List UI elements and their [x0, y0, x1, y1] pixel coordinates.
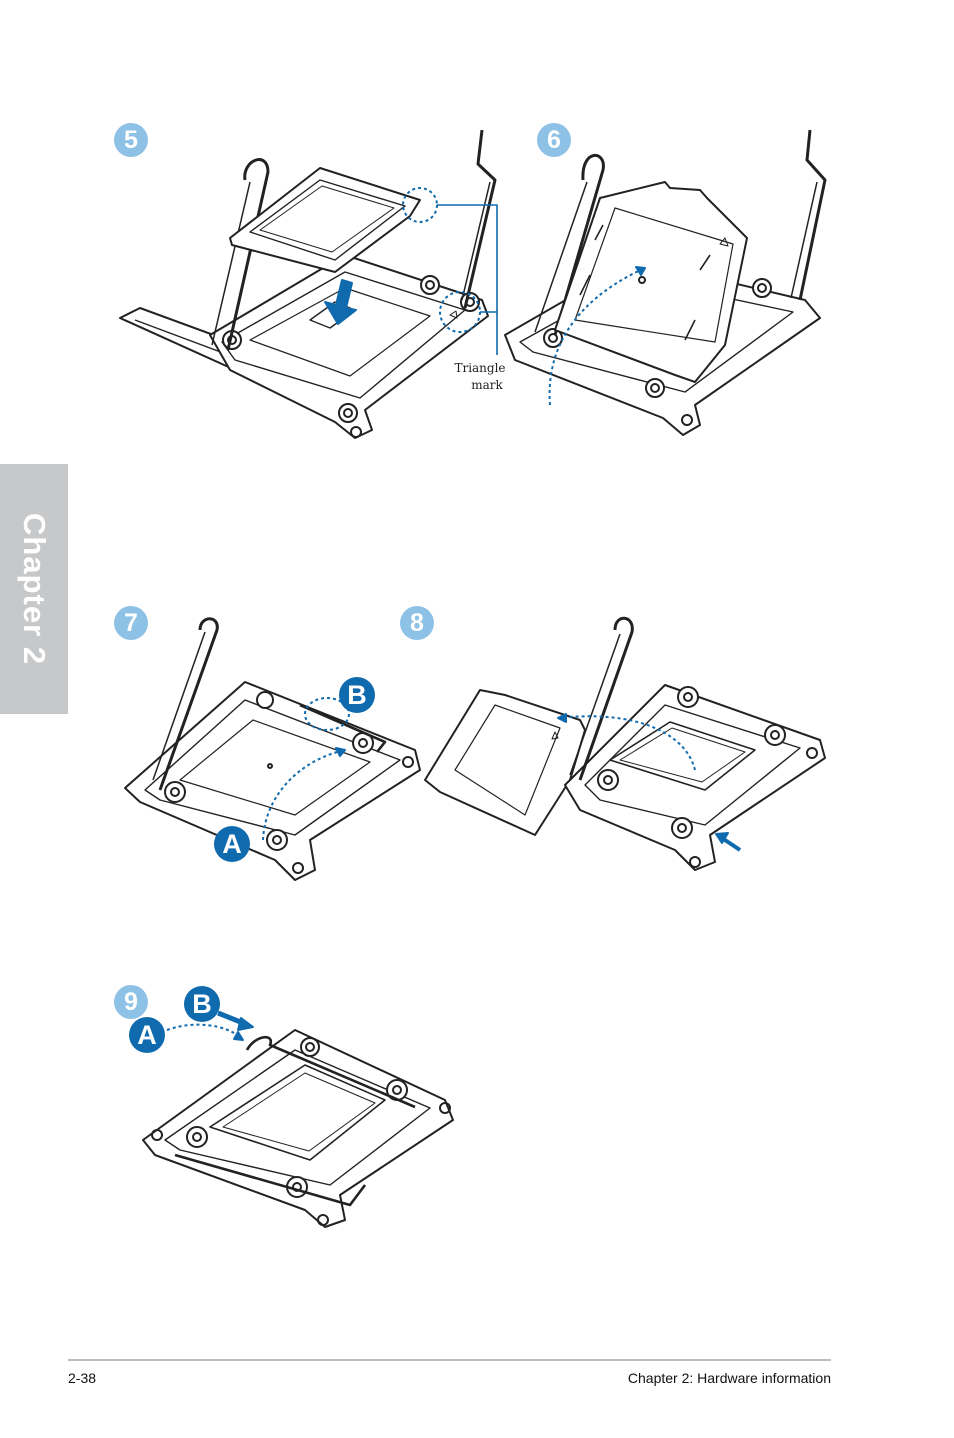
step-9-illustration: [142, 1010, 454, 1228]
footer-section-title: Chapter 2: Hardware information: [627, 1370, 831, 1386]
step-8-illustration: [424, 616, 826, 871]
triangle-mark-label: Triangle mark: [442, 360, 518, 394]
step-7-callout-b: B: [339, 677, 375, 713]
step-6-badge: 6: [537, 123, 571, 157]
triangle-mark-label-line1: Triangle: [454, 361, 506, 375]
step-9-callout-a: A: [129, 1017, 165, 1053]
step-5-illustration: [119, 129, 498, 439]
step-6-illustration: [504, 129, 827, 436]
footer-divider: [68, 1359, 831, 1361]
triangle-mark-label-line2: mark: [471, 378, 503, 392]
step-7-illustration: [124, 617, 421, 881]
step-5-badge: 5: [114, 123, 148, 157]
footer-page-number: 2-38: [68, 1370, 97, 1386]
step-7-callout-a: A: [214, 826, 250, 862]
chapter-tab: Chapter 2: [0, 464, 68, 714]
step-7-badge: 7: [114, 606, 148, 640]
chapter-tab-label: Chapter 2: [17, 513, 52, 665]
step-9-badge: 9: [114, 985, 148, 1019]
step-9-callout-b: B: [184, 986, 220, 1022]
step-8-badge: 8: [400, 606, 434, 640]
